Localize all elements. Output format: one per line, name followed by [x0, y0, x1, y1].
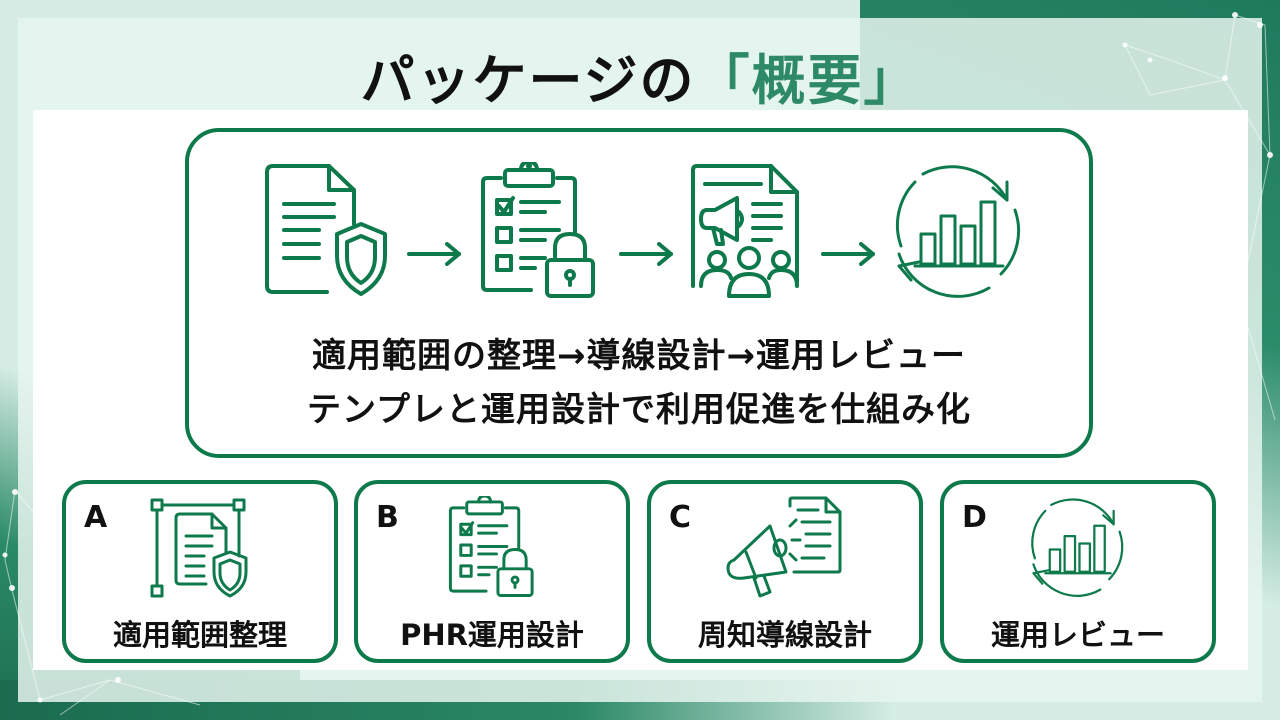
- card-label: PHR運用設計: [400, 618, 584, 652]
- card-label: 適用範囲整理: [112, 618, 287, 652]
- right-arrow-icon: [407, 242, 461, 266]
- title-accent: 「概要」: [695, 49, 920, 112]
- package-card-d: D 運用レビュー: [940, 480, 1216, 663]
- right-arrow-icon: [821, 242, 875, 266]
- package-card-a: A 適用範囲整理: [62, 480, 338, 663]
- flow-summary-line-2: テンプレと運用設計で利用促進を仕組み化: [307, 390, 971, 430]
- card-letter: C: [669, 500, 692, 535]
- flow-overview-box: 適用範囲の整理→導線設計→運用レビュー テンプレと運用設計で利用促進を仕組み化: [185, 128, 1093, 458]
- title-prefix: パッケージの: [360, 49, 696, 112]
- checklist-lock-icon: [448, 494, 534, 598]
- package-card-c: C 周知導線設計: [647, 480, 923, 663]
- megaphone-document-icon: [726, 496, 842, 598]
- right-arrow-icon: [619, 242, 673, 266]
- chart-cycle-icon: [1031, 498, 1124, 597]
- card-label: 運用レビュー: [990, 618, 1165, 652]
- card-letter: A: [84, 500, 108, 535]
- card-label: 周知導線設計: [697, 618, 872, 652]
- chart-cycle-icon: [895, 165, 1021, 298]
- card-letter: B: [376, 500, 399, 535]
- page-title: パッケージの「概要」: [0, 36, 1280, 116]
- document-shield-scope-icon: [150, 498, 248, 598]
- document-shield-icon: [265, 164, 387, 296]
- document-megaphone-people-icon: [691, 164, 799, 298]
- card-letter: D: [962, 500, 987, 535]
- flow-steps: [189, 154, 1089, 314]
- package-card-b: B PHR運用設計: [354, 480, 630, 663]
- flow-summary-line-1: 適用範囲の整理→導線設計→運用レビュー: [312, 336, 966, 376]
- checklist-lock-icon: [481, 162, 595, 298]
